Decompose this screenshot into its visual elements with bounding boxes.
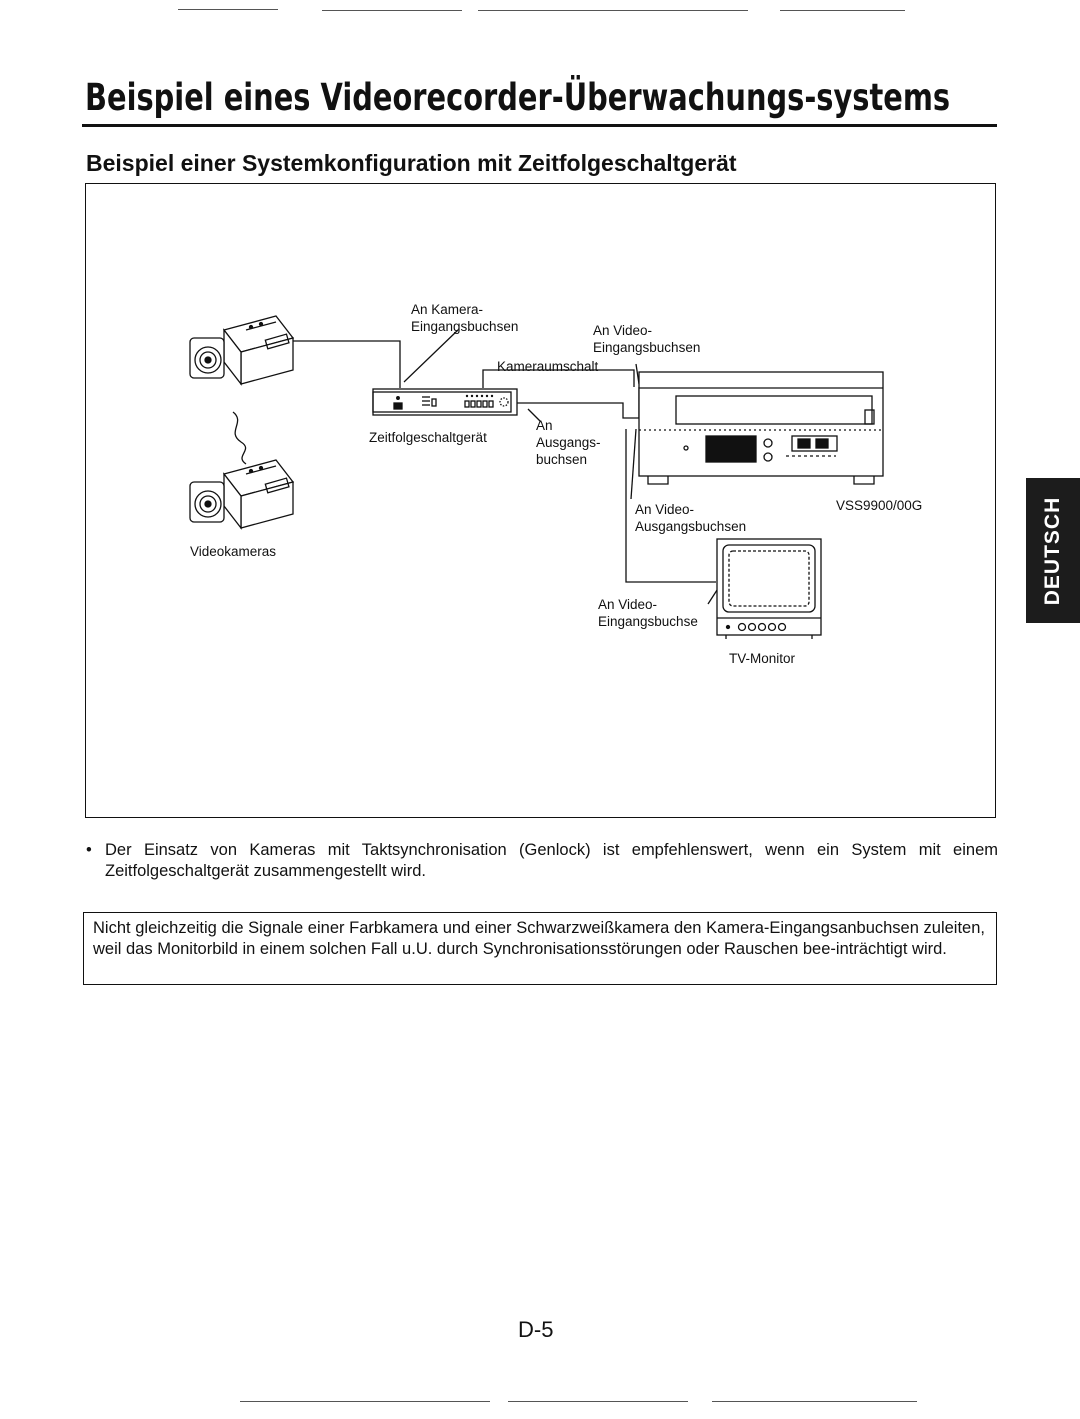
scan-artifact-line [712,1401,917,1402]
label-kameraumschalt: Kameraumschalt [497,359,599,374]
label-line: Ausgangs- [536,435,601,450]
label-zeitfolgeschaltgeraet: Zeitfolgeschaltgerät [369,430,487,445]
label-line: Eingangsbuchse [598,614,698,629]
label-line: An Video- [598,597,658,612]
scan-artifact-line [178,9,278,10]
cable-vcr-monitor [625,429,716,583]
cable-switcher-vcr [517,387,640,419]
video-camera-icon [189,315,295,386]
warning-text: Nicht gleichzeitig die Signale einer Far… [93,919,985,958]
tv-monitor-icon [716,538,822,639]
section-subtitle: Beispiel einer Systemkonfiguration mit Z… [86,150,737,176]
cable-camera-switcher [293,340,401,388]
pointer-line [527,408,542,423]
scan-artifact-line [508,1401,688,1402]
pointer-line [630,428,637,500]
label-an-ausgangsbuchsen: An Ausgangs- buchsen [536,417,601,468]
page-title: Beispiel eines Videorecorder-Überwachung… [85,76,951,119]
page-number: D-5 [518,1317,554,1342]
language-tab-label: DEUTSCH [1041,496,1064,605]
label-videokameras: Videokameras [190,544,277,559]
bullet-dot-icon: • [86,841,92,859]
label-line: An Video- [635,502,695,517]
label-line: Eingangsbuchsen [411,319,519,334]
cable-squiggle [232,411,247,465]
sequential-switcher-icon [372,388,518,416]
label-line: Eingangsbuchsen [593,340,701,355]
vcr-icon [638,371,884,485]
video-camera-icon [189,459,295,530]
system-diagram [189,315,884,639]
scan-artifact-line [322,10,462,11]
label-an-kamera: An Kamera- Eingangsbuchsen [411,301,518,335]
label-tv-monitor: TV-Monitor [729,651,796,666]
pointer-line [403,329,459,383]
label-line: An Video- [593,323,653,338]
scan-artifact-line [478,10,748,11]
bullet-note-text: Der Einsatz von Kameras mit Taktsynchron… [105,841,998,880]
label-an-video-ausgang: An Video- Ausgangsbuchsen [635,501,746,535]
diagram-frame: An Kamera- Eingangsbuchsen An Video- Ein… [85,183,996,818]
cable-kameraumschalt [482,369,635,388]
title-rule [82,124,997,127]
label-line: Ausgangsbuchsen [635,519,747,534]
label-line: buchsen [536,452,588,467]
warning-box: Nicht gleichzeitig die Signale einer Far… [83,912,997,985]
label-line: An [536,418,553,433]
label-vcr-model: VSS9900/00G [836,498,923,513]
scan-artifact-line [780,10,905,11]
label-line: An Kamera- [411,302,484,317]
label-an-video-eingang: An Video- Eingangsbuchsen [593,322,700,356]
language-tab: DEUTSCH [1026,478,1080,623]
label-an-video-eingangsbuchse: An Video- Eingangsbuchse [598,596,698,630]
scan-artifact-line [240,1401,490,1402]
